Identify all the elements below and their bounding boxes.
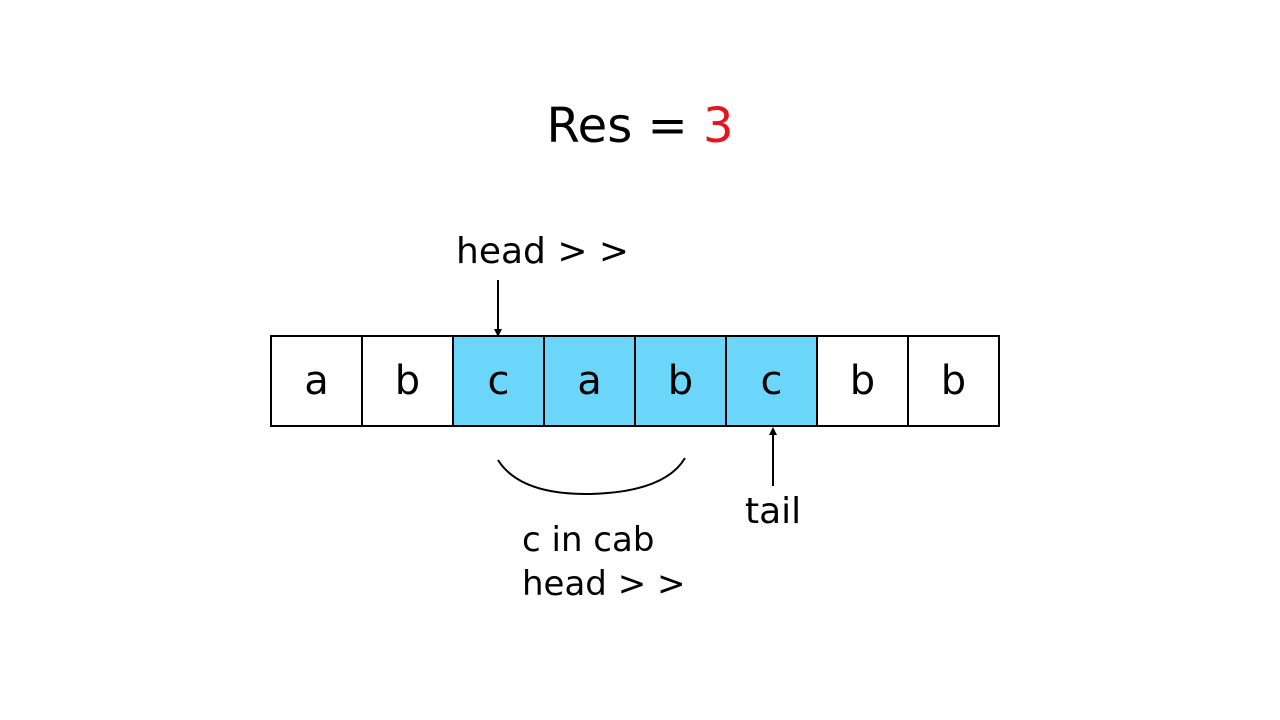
array-cell-5: c — [727, 337, 818, 425]
string-array: a b c a b c b b — [270, 335, 1000, 427]
array-cell-6: b — [818, 337, 909, 425]
head-pointer-label: head > > — [456, 231, 630, 272]
array-cell-0: a — [272, 337, 363, 425]
result-title: Res = 3 — [0, 96, 1280, 156]
window-brace — [497, 457, 686, 496]
array-cell-1: b — [363, 337, 454, 425]
array-cell-3: a — [545, 337, 636, 425]
result-value: 3 — [702, 98, 734, 154]
tail-pointer-label: tail — [745, 491, 802, 532]
window-note: c in cab head > > — [522, 518, 685, 606]
result-label: Res = — [546, 98, 703, 154]
array-cell-4: b — [636, 337, 727, 425]
window-note-line1: c in cab — [522, 520, 655, 560]
array-cell-7: b — [909, 337, 1000, 425]
window-note-line2: head > > — [522, 564, 686, 604]
array-cell-2: c — [454, 337, 545, 425]
